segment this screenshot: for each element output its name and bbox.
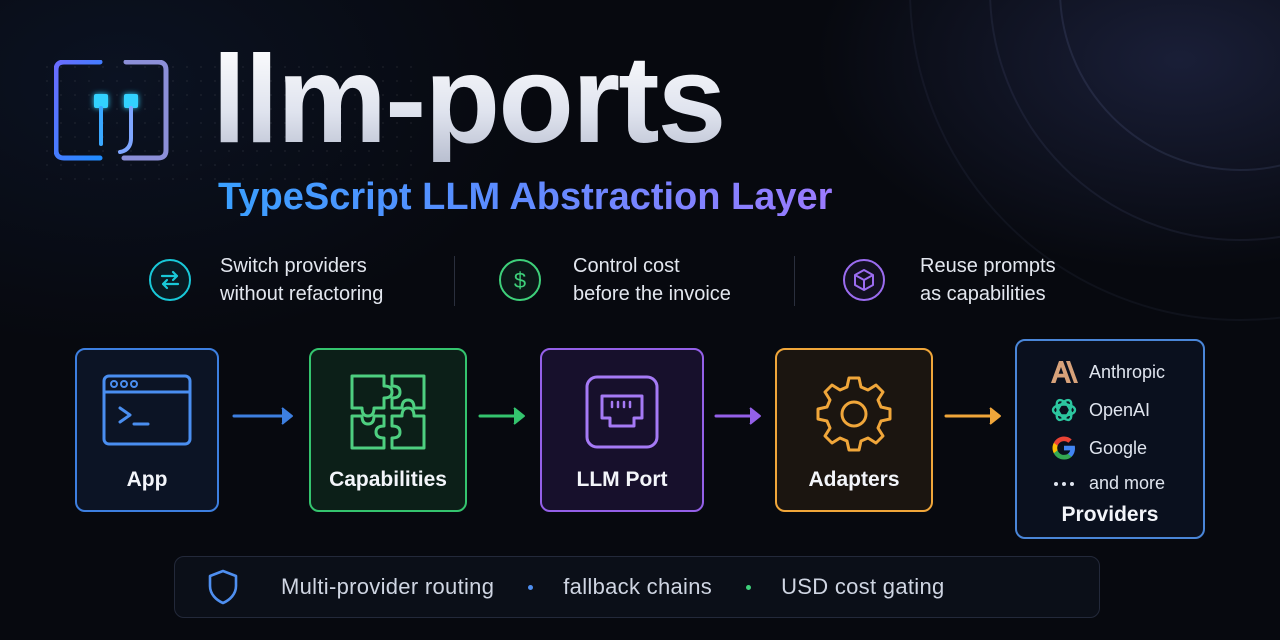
footer-item-cost-gating: USD cost gating bbox=[781, 574, 945, 599]
provider-anthropic: Anthropic bbox=[1049, 359, 1165, 385]
page-subtitle: TypeScript LLM Abstraction Layer bbox=[218, 176, 833, 218]
ethernet-port-icon bbox=[585, 375, 659, 449]
provider-openai: OpenAI bbox=[1049, 395, 1150, 425]
providers-title: Providers bbox=[1061, 503, 1159, 526]
arrow-right-icon bbox=[944, 407, 1001, 425]
provider-more: and more bbox=[1049, 473, 1165, 494]
node-adapters: Adapters bbox=[775, 348, 933, 512]
feature-divider bbox=[454, 256, 455, 306]
feature-row: Switch providers without refactoring $ C… bbox=[0, 248, 1280, 318]
feature-reuse-prompts: Reuse prompts as capabilities bbox=[842, 252, 1056, 308]
terminal-window-icon bbox=[102, 374, 192, 446]
anthropic-logo-icon bbox=[1051, 361, 1078, 383]
footer-separator-dot bbox=[746, 584, 752, 590]
node-app: App bbox=[75, 348, 219, 512]
provider-label: Google bbox=[1089, 437, 1148, 458]
swap-arrows-icon bbox=[149, 259, 191, 301]
provider-label: Anthropic bbox=[1089, 361, 1166, 382]
node-providers: Anthropic OpenAI Google bbox=[1015, 339, 1205, 539]
node-label: Adapters bbox=[808, 468, 900, 491]
feature-text: Control cost before the invoice bbox=[573, 255, 731, 305]
arrow-right-icon bbox=[714, 407, 761, 425]
ellipsis-icon bbox=[1054, 481, 1074, 486]
footer-item-fallback: fallback chains bbox=[563, 574, 713, 599]
footer-separator-dot bbox=[528, 584, 534, 590]
arrow-right-icon bbox=[232, 407, 293, 425]
shield-icon bbox=[208, 569, 238, 605]
puzzle-icon bbox=[350, 374, 426, 450]
page-title: llm-ports bbox=[212, 31, 726, 169]
dollar-icon: $ bbox=[499, 259, 541, 301]
provider-label: OpenAI bbox=[1089, 399, 1151, 420]
node-label: Capabilities bbox=[329, 468, 447, 491]
cube-icon bbox=[843, 259, 885, 301]
node-capabilities: Capabilities bbox=[309, 348, 467, 512]
llm-ports-logo-icon bbox=[54, 60, 169, 161]
arrow-right-icon bbox=[478, 407, 525, 425]
feature-footer-bar: Multi-provider routing fallback chains U… bbox=[174, 556, 1100, 618]
feature-text: Switch providers without refactoring bbox=[220, 255, 384, 305]
openai-logo-icon bbox=[1051, 398, 1077, 422]
node-label: App bbox=[126, 468, 168, 491]
gear-icon bbox=[816, 376, 892, 452]
provider-google: Google bbox=[1049, 433, 1147, 463]
svg-text:$: $ bbox=[514, 268, 526, 293]
feature-text: Reuse prompts as capabilities bbox=[920, 255, 1056, 305]
feature-control-cost: $ Control cost before the invoice bbox=[498, 252, 731, 308]
footer-item-routing: Multi-provider routing bbox=[281, 574, 495, 599]
background-dot-grid bbox=[40, 60, 420, 180]
provider-label: and more bbox=[1089, 473, 1166, 493]
feature-switch-providers: Switch providers without refactoring bbox=[148, 252, 383, 308]
node-label: LLM Port bbox=[576, 468, 668, 491]
feature-divider bbox=[794, 256, 795, 306]
node-llm-port: LLM Port bbox=[540, 348, 704, 512]
google-logo-icon bbox=[1052, 436, 1075, 460]
